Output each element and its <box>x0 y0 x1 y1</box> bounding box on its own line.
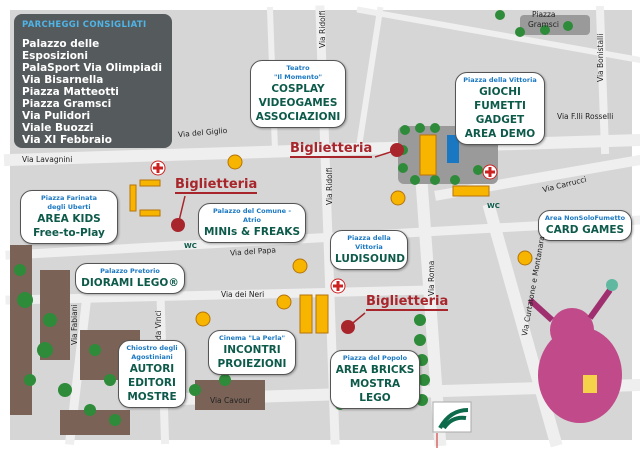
parking-item: PalaSport Via Olimpiadi <box>22 62 162 74</box>
venue-activity: GIOCHI <box>479 86 521 98</box>
venue-place: "Il Momento" <box>274 73 322 81</box>
venue-place: Chiostro degli <box>126 344 178 352</box>
venue-activity: FUMETTI <box>474 100 526 112</box>
venue-activity: INCONTRI <box>223 344 281 356</box>
ticket-office-label: Biglietteria <box>175 177 258 194</box>
venue-activity: AREA BRICKS <box>335 364 415 376</box>
street-label: Via Cavour <box>210 396 251 405</box>
square-label: Piazza <box>532 10 556 19</box>
venue-activity: ASSOCIAZIONI <box>255 111 341 123</box>
venue-activity: CARD GAMES <box>545 224 625 236</box>
street-label: Via Ridolfi <box>318 10 327 48</box>
venue-place: Piazza Farinata <box>41 194 97 202</box>
street-label: Via dei Neri <box>221 290 265 299</box>
venue-place: Piazza della Vittoria <box>463 76 537 84</box>
parking-title: PARCHEGGI CONSIGLIATI <box>22 20 147 30</box>
street-label: Via Ridolfi <box>325 167 334 205</box>
venue-popolo[interactable]: Piazza del Popolo AREA BRICKS MOSTRA LEG… <box>330 350 420 409</box>
street-label: Via Roma <box>427 260 436 296</box>
venue-place: degli Uberti <box>47 203 91 211</box>
venue-cinema[interactable]: Cinema "La Perla" INCONTRI PROIEZIONI <box>208 330 296 375</box>
venue-activity: COSPLAY <box>271 83 325 95</box>
venue-place: Agostiniani <box>131 353 173 361</box>
train-station-icon <box>432 401 472 448</box>
venue-activity: LUDISOUND <box>335 253 405 265</box>
parking-panel: PARCHEGGI CONSIGLIATI Palazzo delle Espo… <box>14 14 172 148</box>
venue-cardgames[interactable]: Area NonSoloFumetto CARD GAMES <box>538 210 632 241</box>
venue-activity: MOSTRE <box>127 391 177 403</box>
parking-item: Piazza Matteotti <box>22 86 119 98</box>
mascot-illustration <box>527 279 622 423</box>
venue-teatro[interactable]: Teatro "Il Momento" COSPLAY VIDEOGAMES A… <box>250 60 346 128</box>
venue-place: Cinema "La Perla" <box>218 334 285 342</box>
street-label: Via Lavagnini <box>22 155 73 164</box>
venue-chiostro[interactable]: Chiostro degli Agostiniani AUTORI EDITOR… <box>118 340 186 408</box>
parking-item: Piazza Gramsci <box>22 98 112 110</box>
venue-vittoria[interactable]: Piazza della Vittoria GIOCHI FUMETTI GAD… <box>455 72 545 145</box>
venue-place: Piazza della Vittoria <box>347 234 391 251</box>
venue-place: Area NonSoloFumetto <box>544 214 626 222</box>
venue-activity: EDITORI <box>128 377 176 389</box>
venue-activity: Free-to-Play <box>33 227 105 239</box>
venue-activity: MINIs & FREAKS <box>203 226 301 238</box>
parking-item: Via XI Febbraio <box>22 134 112 146</box>
venue-place: Palazzo Pretorio <box>100 267 160 275</box>
venue-activity: MOSTRA LEGO <box>349 378 401 404</box>
venue-activity: VIDEOGAMES <box>258 97 338 109</box>
venue-place: Teatro <box>286 64 310 72</box>
parking-item: Palazzo delle Esposizioni <box>22 38 100 62</box>
venue-comune[interactable]: Palazzo del Comune - Atrio MINIs & FREAK… <box>198 203 306 243</box>
venue-ludisound[interactable]: Piazza della Vittoria LUDISOUND <box>330 230 408 270</box>
venue-activity: AUTORI <box>129 363 175 375</box>
venue-activity: AREA KIDS <box>37 213 101 225</box>
parking-item: Viale Buozzi <box>22 122 94 134</box>
ticket-office-label: Biglietteria <box>290 141 373 158</box>
parking-item: Via Bisarnella <box>22 74 104 86</box>
venue-kids[interactable]: Piazza Farinata degli Uberti AREA KIDS F… <box>20 190 118 244</box>
street-label: da Vinci <box>154 310 163 340</box>
venue-activity: PROIEZIONI <box>217 358 287 370</box>
venue-activity: AREA DEMO <box>464 128 536 140</box>
venue-diorami[interactable]: Palazzo Pretorio DIORAMI LEGO® <box>75 263 185 294</box>
venue-place: Palazzo del Comune - Atrio <box>212 207 292 224</box>
street-label: Via Fabiani <box>70 304 79 345</box>
square-label: Gramsci <box>528 20 559 29</box>
parking-item: Via Pulidori <box>22 110 91 122</box>
venue-activity: DIORAMI LEGO® <box>81 277 179 289</box>
ticket-office-label: Biglietteria <box>366 294 449 311</box>
venue-activity: GADGET <box>475 114 525 126</box>
venue-place: Piazza del Popolo <box>342 354 408 362</box>
street-label: Via Bonistalli <box>596 33 605 82</box>
wc-label: WC <box>184 242 197 250</box>
street-label: Via F.lli Rosselli <box>557 112 614 121</box>
wc-label: WC <box>487 202 500 210</box>
